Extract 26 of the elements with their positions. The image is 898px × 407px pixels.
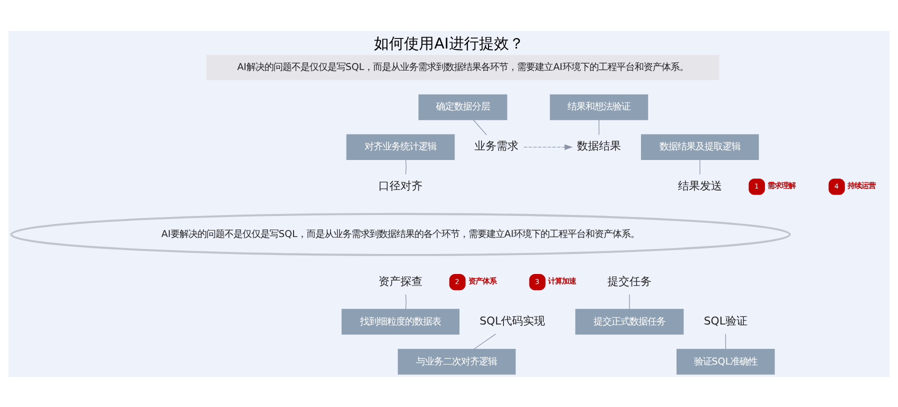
node-text: 业务需求	[474, 139, 519, 152]
node-text: 数据结果	[576, 139, 621, 152]
node-text: 提交任务	[607, 274, 652, 288]
connector	[474, 333, 496, 349]
node-text: SQL代码实现	[480, 314, 546, 327]
node-box: 找到细粒度的数据表	[342, 308, 460, 334]
connector	[405, 294, 406, 310]
connector	[405, 158, 406, 174]
node-box: 结果和想法验证	[550, 94, 648, 120]
node-box: 与业务二次对齐逻辑	[398, 348, 516, 374]
node-text: 结果发送	[678, 178, 722, 192]
connector	[629, 294, 630, 310]
diagram-title: 如何使用AI进行提效？	[374, 34, 524, 52]
node-box: 数据结果及提取逻辑	[641, 134, 759, 160]
connector	[725, 333, 726, 349]
node-text: 口径对齐	[378, 178, 423, 192]
node-text: 资产探查	[378, 274, 423, 288]
connector	[598, 119, 600, 135]
node-ellipse: AI要解决的问题不是仅仅是写SQL，而是从业务需求到数据结果的各个环节，需要建立AI环境下的工程平台和资产体系。	[10, 212, 791, 256]
node-box: 对齐业务统计逻辑	[346, 134, 455, 160]
node-text: SQL验证	[704, 314, 748, 327]
node-box: 验证SQL准确性	[676, 348, 775, 374]
node-box: 确定数据分层	[418, 94, 508, 120]
node-box: 提交正式数据任务	[575, 308, 684, 334]
connector	[473, 119, 487, 135]
arrow	[524, 144, 573, 150]
